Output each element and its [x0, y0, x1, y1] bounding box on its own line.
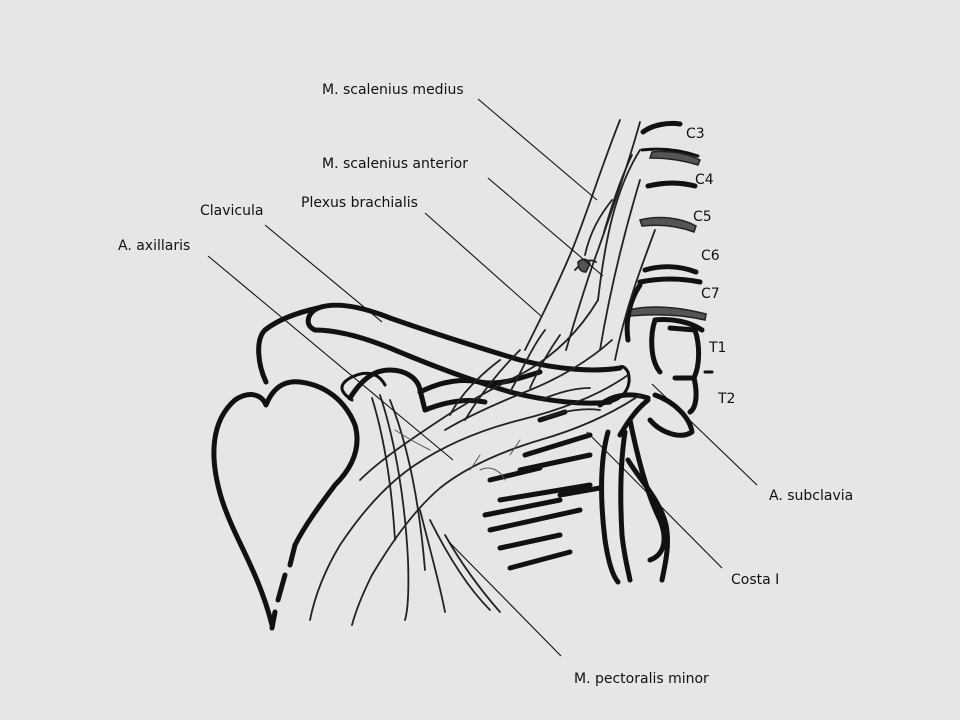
label-clavicula: Clavicula [200, 203, 263, 219]
vertebra-label-c5: C5 [693, 209, 712, 225]
vertebra-label-t2: T2 [717, 391, 735, 407]
rib-stubs [485, 412, 600, 568]
label-subclavia: A. subclavia [769, 488, 853, 504]
pectoralis-minor [372, 395, 505, 620]
label-scalenius-medius: M. scalenius medius [322, 82, 464, 98]
vertebra-label-c6: C6 [701, 248, 720, 264]
label-pectoralis: M. pectoralis minor [574, 671, 709, 687]
humerus-head-outline [214, 382, 357, 628]
label-plexus-brachialis: Plexus brachialis [301, 195, 418, 211]
label-costa: Costa I [731, 572, 779, 588]
axillary-artery [310, 375, 640, 625]
vertebra-label-t1: T1 [708, 340, 726, 356]
vertebra-label-c3: C3 [686, 126, 705, 142]
vertebra-label-c4: C4 [695, 172, 714, 188]
label-scalenius-anterior: M. scalenius anterior [322, 156, 468, 172]
label-axillaris: A. axillaris [118, 238, 190, 254]
first-rib [600, 395, 692, 582]
vertebra-label-c7: C7 [701, 286, 720, 302]
vertebral-column [627, 123, 712, 412]
